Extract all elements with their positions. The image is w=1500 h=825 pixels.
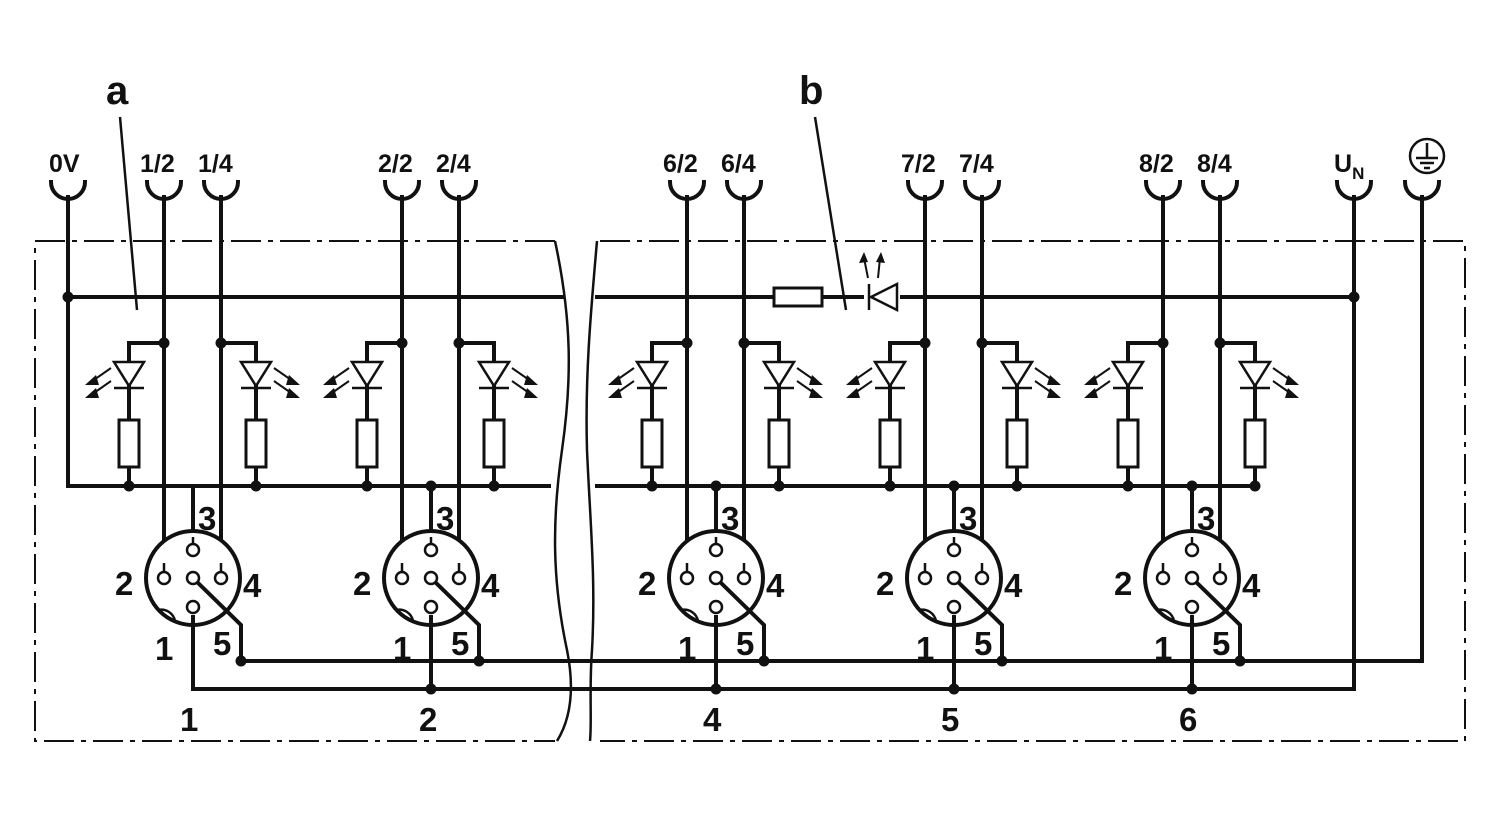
pin-number-label: 4	[766, 567, 785, 604]
resistor-icon	[1116, 418, 1140, 469]
resistor-icon	[767, 418, 791, 469]
resistor-icon	[1243, 418, 1267, 469]
terminal-label-6-2: 6/2	[663, 150, 698, 178]
slot-number-2: 2	[419, 701, 437, 738]
terminal-socket-icon	[48, 179, 88, 201]
pin-number-label: 4	[1004, 567, 1023, 604]
led-icon	[476, 360, 538, 398]
slot-number-1: 1	[180, 701, 198, 738]
connector-module: 3 2 4 1 5	[85, 195, 300, 691]
break-line-right	[585, 240, 599, 742]
pin-number-label: 2	[638, 565, 656, 602]
break-line-left	[553, 240, 573, 742]
pin-number-label: 4	[243, 567, 262, 604]
callout-b-leader	[813, 116, 848, 311]
terminal-label-7-2: 7/2	[901, 150, 936, 178]
terminal-label-7-4: 7/4	[959, 150, 994, 178]
m12-connector-icon	[382, 529, 481, 691]
status-resistor-icon	[772, 286, 824, 308]
callout-b-label: b	[799, 69, 823, 113]
pin-number-label: 2	[1114, 565, 1132, 602]
resistor-icon	[1005, 418, 1029, 469]
pin-number-label: 5	[736, 625, 754, 662]
slot-number-5: 5	[941, 701, 959, 738]
callout-a-label: a	[106, 69, 129, 113]
terminal-label-un-sub: N	[1352, 164, 1364, 183]
terminal-label-6-4: 6/4	[721, 150, 756, 178]
led-icon	[1237, 360, 1299, 398]
slot-number-4: 4	[703, 701, 722, 738]
led-icon	[846, 360, 908, 398]
pin-number-label: 2	[115, 565, 133, 602]
pin-number-label: 1	[155, 630, 173, 667]
connector-module: 3 2 4 1 5	[608, 195, 823, 695]
pin-number-label: 3	[959, 500, 977, 537]
resistor-icon	[117, 418, 141, 469]
terminal-label-8-4: 8/4	[1197, 150, 1232, 178]
terminal-socket-icon	[1334, 179, 1374, 201]
pin-number-label: 4	[481, 567, 500, 604]
pin-number-label: 3	[1197, 500, 1215, 537]
terminal-label-1-4: 1/4	[198, 150, 233, 178]
connector-modules: 3 2 4 1 5 3 2 4 1 5 3 2 4 1 5 3 2 4 1 5 3 2 4 1 5	[48, 179, 1442, 695]
ground-icon	[1408, 137, 1446, 175]
pin-number-label: 3	[198, 500, 216, 537]
terminal-label-8-2: 8/2	[1139, 150, 1174, 178]
junction-un-bus	[1348, 291, 1360, 303]
terminal-label-un-main: U	[1334, 150, 1352, 178]
callout-a-leader	[118, 116, 139, 311]
resistor-icon	[355, 418, 379, 469]
terminal-label-2-4: 2/4	[436, 150, 471, 178]
led-icon	[85, 360, 147, 398]
led-icon	[238, 360, 300, 398]
led-icon	[999, 360, 1061, 398]
pin-number-label: 5	[451, 625, 469, 662]
pin-number-label: 1	[678, 630, 696, 667]
pin-number-label: 5	[1212, 625, 1230, 662]
terminal-label-0v: 0V	[49, 150, 80, 178]
pin-number-label: 4	[1242, 567, 1261, 604]
resistor-icon	[878, 418, 902, 469]
terminal-label-un: UN	[1334, 150, 1364, 183]
status-led-icon	[859, 252, 900, 314]
terminal-label-2-2: 2/2	[378, 150, 413, 178]
m12-connector-icon	[667, 529, 766, 691]
connector-module: 3 2 4 1 5	[1084, 195, 1299, 695]
junction-0v-un	[62, 291, 74, 303]
pin-number-label: 2	[353, 565, 371, 602]
led-icon	[608, 360, 670, 398]
pin-number-label: 3	[721, 500, 739, 537]
pin-number-label: 5	[974, 625, 992, 662]
resistor-icon	[244, 418, 268, 469]
pin-number-label: 1	[916, 630, 934, 667]
connector-module: 3 2 4 1 5	[846, 195, 1061, 695]
slot-number-6: 6	[1179, 701, 1197, 738]
led-icon	[761, 360, 823, 398]
terminal-label-1-2: 1/2	[140, 150, 175, 178]
pin-number-label: 3	[436, 500, 454, 537]
resistor-icon	[482, 418, 506, 469]
terminal-socket-icon	[1402, 179, 1442, 201]
m12-connector-icon	[1143, 529, 1242, 691]
pin-number-label: 1	[1154, 630, 1172, 667]
m12-connector-icon	[905, 529, 1004, 691]
led-icon	[323, 360, 385, 398]
housing-right-outline	[600, 240, 1466, 742]
pin-number-label: 2	[876, 565, 894, 602]
connector-module: 3 2 4 1 5	[323, 195, 538, 695]
pin-number-label: 1	[393, 630, 411, 667]
led-icon	[1084, 360, 1146, 398]
pin-number-label: 5	[213, 625, 231, 662]
housing-left-outline	[34, 240, 555, 742]
resistor-icon	[640, 418, 664, 469]
m12-connector-icon	[144, 529, 243, 691]
